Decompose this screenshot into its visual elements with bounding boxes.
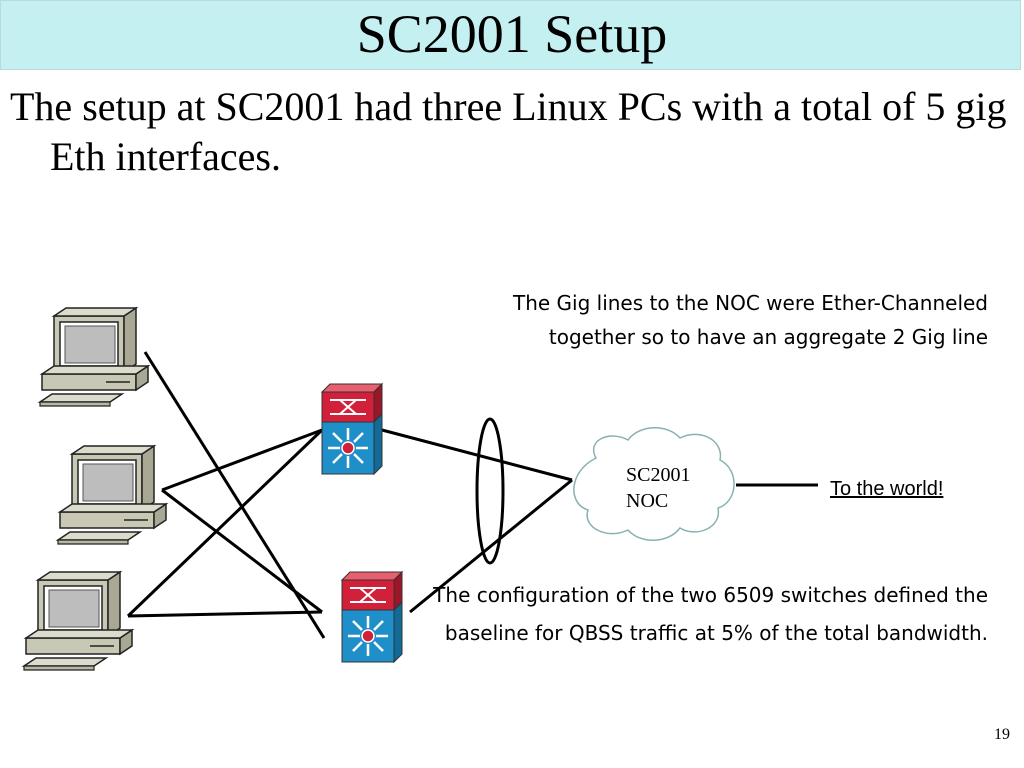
- linux-pc-1: [39, 307, 149, 407]
- title-bar: [0, 0, 1021, 70]
- noc-label-line2: NOC: [626, 490, 669, 512]
- etherchannel-ellipse: [475, 417, 505, 565]
- qbss-note: The configuration of the two 6509 switch…: [433, 583, 988, 645]
- linux-pc-3: [23, 571, 133, 671]
- switch-6509-2: [340, 570, 404, 664]
- noc-cloud: [573, 427, 735, 541]
- switch-6509-1: [320, 382, 384, 476]
- etherchannel-note: The Gig lines to the NOC were Ether-Chan…: [512, 291, 988, 349]
- linux-pc-2: [57, 445, 167, 545]
- noc-label: SC2001 NOC: [626, 462, 690, 514]
- connection-lines: [126, 351, 818, 639]
- slide-title: SC2001 Setup: [356, 4, 668, 64]
- bullet-text: The setup at SC2001 had three Linux PCs …: [10, 84, 1007, 179]
- noc-label-line1: SC2001: [626, 464, 691, 486]
- to-the-world-link[interactable]: To the world!: [830, 478, 944, 500]
- page-number: 19: [994, 726, 1010, 743]
